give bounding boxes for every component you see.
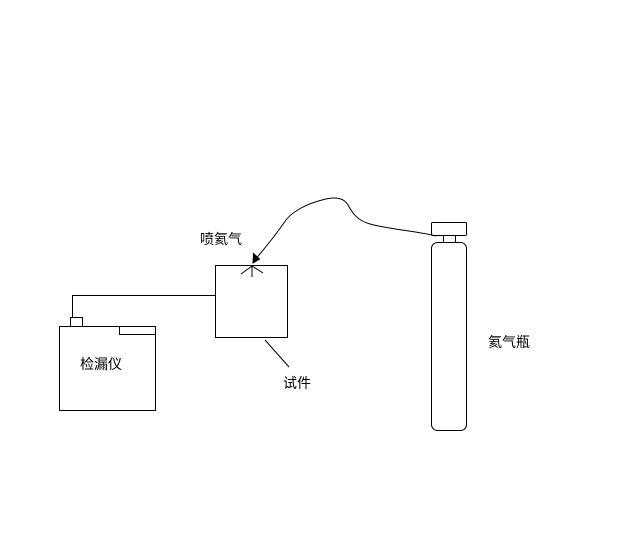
- connecting-hose: [72, 295, 216, 318]
- test-piece-box: [215, 265, 288, 338]
- test-piece-leader-line: [264, 339, 290, 368]
- cylinder-neck: [443, 235, 456, 243]
- cylinder-body: [431, 242, 467, 431]
- spray-helium-label: 喷氦气: [200, 232, 242, 248]
- leak-detector: 检漏仪: [59, 317, 156, 411]
- leak-detector-port: [70, 317, 83, 327]
- helium-cylinder: 氦气瓶: [431, 222, 530, 431]
- leak-detector-label: 检漏仪: [80, 357, 122, 373]
- spray-hose: [252, 197, 437, 263]
- helium-cylinder-label: 氦气瓶: [488, 335, 530, 351]
- spray-point-icon: [240, 265, 264, 277]
- test-piece: 试件: [215, 265, 311, 392]
- leak-detector-panel: [119, 326, 156, 335]
- leak-detector-body: [59, 326, 156, 411]
- arrow-head-icon: [252, 252, 261, 264]
- cylinder-valve-cap: [431, 222, 467, 236]
- test-piece-label: 试件: [283, 376, 311, 392]
